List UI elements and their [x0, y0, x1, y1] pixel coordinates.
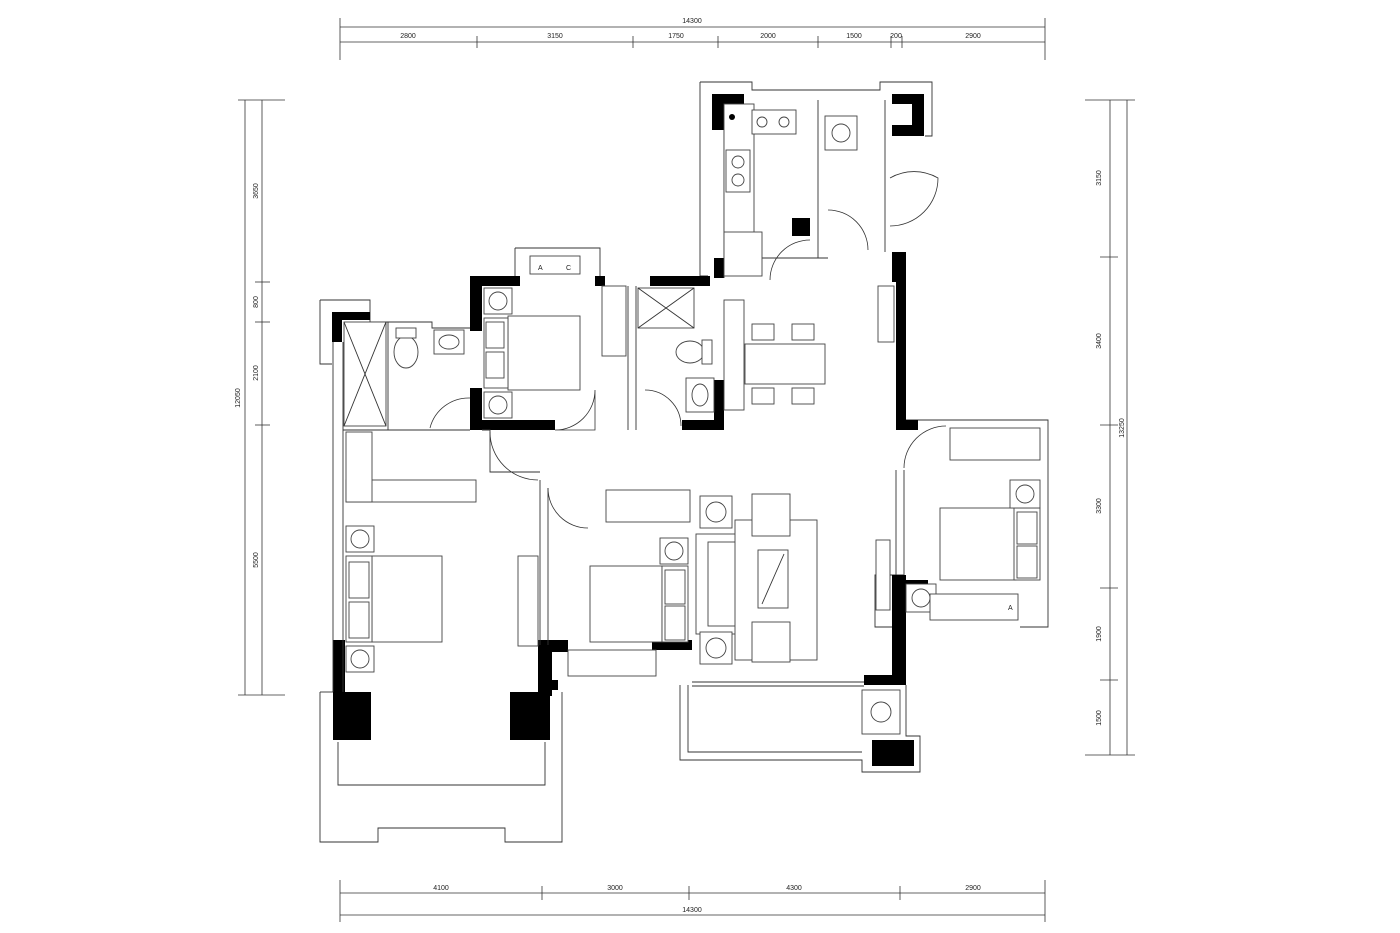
- top-dimension-1: 2800: [400, 33, 416, 40]
- top-dimension-4: 2000: [760, 33, 776, 40]
- left-total-dimension: 12050: [235, 388, 242, 408]
- top-dimension-3: 1750: [668, 33, 684, 40]
- right-dimension-3: 3300: [1096, 498, 1103, 514]
- bed-bedroom-1: [507, 315, 581, 391]
- outer-outline: [319, 81, 1049, 843]
- ac-unit-top-label-c: C: [566, 265, 571, 272]
- door-bedroom-left: [489, 431, 539, 481]
- right-dimension-5: 1500: [1096, 710, 1103, 726]
- bottom-dimension-3: 4300: [786, 885, 802, 892]
- structural-walls: [332, 94, 928, 766]
- left-dimension-3: 2100: [253, 365, 260, 381]
- bed-left-bedroom: [371, 555, 443, 643]
- right-dimension-2: 3400: [1096, 333, 1103, 349]
- right-dimension-chain: 3150 3400 3300 1900 1500 13250: [1085, 99, 1135, 756]
- doors: [429, 171, 947, 529]
- bottom-total-dimension: 14300: [682, 907, 702, 914]
- bed-right-bedroom: [939, 507, 1017, 581]
- bottom-dimension-2: 3000: [607, 885, 623, 892]
- right-total-dimension: 13250: [1119, 418, 1126, 438]
- door-bath-left: [429, 397, 471, 429]
- left-dimension-2: 800: [253, 296, 260, 308]
- dining-table: [744, 343, 826, 385]
- door-kitchen-2: [827, 209, 869, 251]
- door-kitchen: [769, 239, 811, 281]
- left-dimension-chain: 3650 800 2100 5500 12050: [235, 99, 285, 696]
- wardrobe-right-bedroom: [949, 427, 1041, 461]
- left-dimension-4: 5500: [253, 552, 260, 568]
- ac-unit-center: [567, 649, 657, 677]
- left-dimension-1: 3650: [253, 183, 260, 199]
- toilet-left: [393, 335, 419, 369]
- sideboard: [723, 299, 745, 411]
- top-dimension-6: 200: [890, 33, 902, 40]
- armchair: [751, 621, 791, 663]
- wardrobe-bedroom-1: [601, 285, 627, 357]
- bottom-dimension-1: 4100: [433, 885, 449, 892]
- furniture: A C: [343, 103, 1041, 735]
- door-bedroom-center: [547, 487, 589, 529]
- door-bath-2: [644, 389, 682, 427]
- door-bedroom-right: [903, 425, 947, 469]
- armchair: [751, 493, 791, 537]
- fridge: [723, 231, 763, 277]
- top-total-dimension: 14300: [682, 18, 702, 25]
- entry-cabinet: [877, 285, 895, 343]
- door-bedroom-1: [554, 389, 596, 431]
- tv-cabinet: [875, 539, 891, 611]
- top-dimension-5: 1500: [846, 33, 862, 40]
- ac-unit-right: [929, 593, 1019, 621]
- bottom-dimension-chain: 4100 3000 4300 2900 14300: [339, 880, 1046, 922]
- right-dimension-4: 1900: [1096, 626, 1103, 642]
- ac-unit-top: [529, 255, 581, 275]
- ac-unit-right-label-a: A: [1008, 605, 1013, 612]
- desk-left-bedroom: [517, 555, 539, 647]
- top-dimension-2: 3150: [547, 33, 563, 40]
- top-dimension-chain: 14300 2800 3150 1750 2000 1500 200 2900: [339, 18, 1046, 60]
- ac-unit-top-label-a: A: [538, 265, 543, 272]
- top-dimension-7: 2900: [965, 33, 981, 40]
- toilet-2: [675, 340, 705, 364]
- right-dimension-1: 3150: [1096, 170, 1103, 186]
- door-entry: [889, 171, 939, 227]
- wardrobe-center-bedroom: [605, 489, 691, 523]
- bottom-dimension-4: 2900: [965, 885, 981, 892]
- bed-center-bedroom: [589, 565, 663, 643]
